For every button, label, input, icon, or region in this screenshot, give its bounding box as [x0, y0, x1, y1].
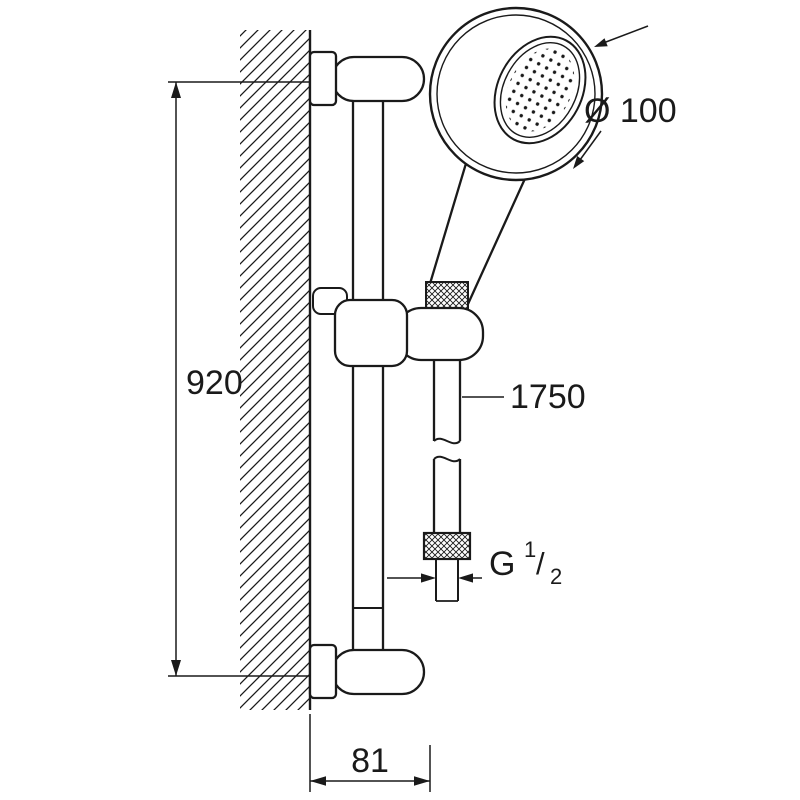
- diameter-arrowhead-upper: [594, 38, 608, 47]
- wall-distance-arrowhead-right: [414, 776, 430, 786]
- diameter-arrowhead-lower: [573, 156, 585, 169]
- bottom-bracket-wall-plate: [308, 643, 338, 700]
- dim-rail-height-label: 920: [186, 364, 243, 402]
- coupling-nut-knurling: [422, 531, 472, 561]
- head-rim-line: [436, 14, 596, 174]
- handshower-holder: [395, 306, 485, 362]
- wall: [240, 30, 312, 710]
- spray-face-inner-ring: [499, 42, 581, 138]
- dimension-wall-distance: [309, 714, 431, 792]
- arrowhead-up: [171, 82, 181, 98]
- rail-glide-element: [333, 298, 409, 368]
- handshower-head: [428, 6, 604, 182]
- dim-wall-distance-label: 81: [351, 742, 389, 780]
- diameter-dim-lower-segment: [576, 130, 602, 165]
- dimension-thread-size: [387, 573, 482, 583]
- hose-break-upper-curve: [433, 437, 461, 445]
- shower-hose: [432, 360, 462, 533]
- wall-distance-arrowhead-left: [310, 776, 326, 786]
- bottom-wall-bracket: [308, 643, 426, 700]
- dim-hose-length-label: 1750: [510, 378, 586, 416]
- bottom-bracket-arm: [330, 648, 426, 696]
- slider-holder-assembly: [312, 287, 485, 368]
- dimension-rail-height: [168, 81, 310, 677]
- hose-break-lower-curve: [433, 455, 461, 463]
- dimension-head-diameter: [573, 25, 649, 169]
- thread-denominator-label: 2: [550, 564, 562, 589]
- diameter-dim-upper-segment: [597, 25, 649, 46]
- top-bracket-wall-plate: [308, 50, 338, 107]
- thread-numerator-label: 1: [524, 537, 536, 562]
- top-wall-bracket: [308, 50, 426, 107]
- top-bracket-arm: [330, 55, 426, 103]
- thread-arrowhead-left: [421, 573, 436, 583]
- spray-face: [493, 35, 587, 145]
- thread-size-label: G 1 / 2: [489, 537, 562, 589]
- shower-rail: [351, 70, 385, 680]
- spray-nozzle-field: [505, 48, 575, 132]
- thread-arrowhead-right: [458, 573, 473, 583]
- thread-prefix-label: G: [489, 545, 515, 583]
- hose-coupling: [422, 531, 472, 602]
- dim-head-diameter-label: Ø 100: [584, 92, 677, 130]
- wall-hatch: [240, 30, 310, 710]
- arrowhead-down: [171, 660, 181, 676]
- thread-slash-label: /: [536, 546, 545, 581]
